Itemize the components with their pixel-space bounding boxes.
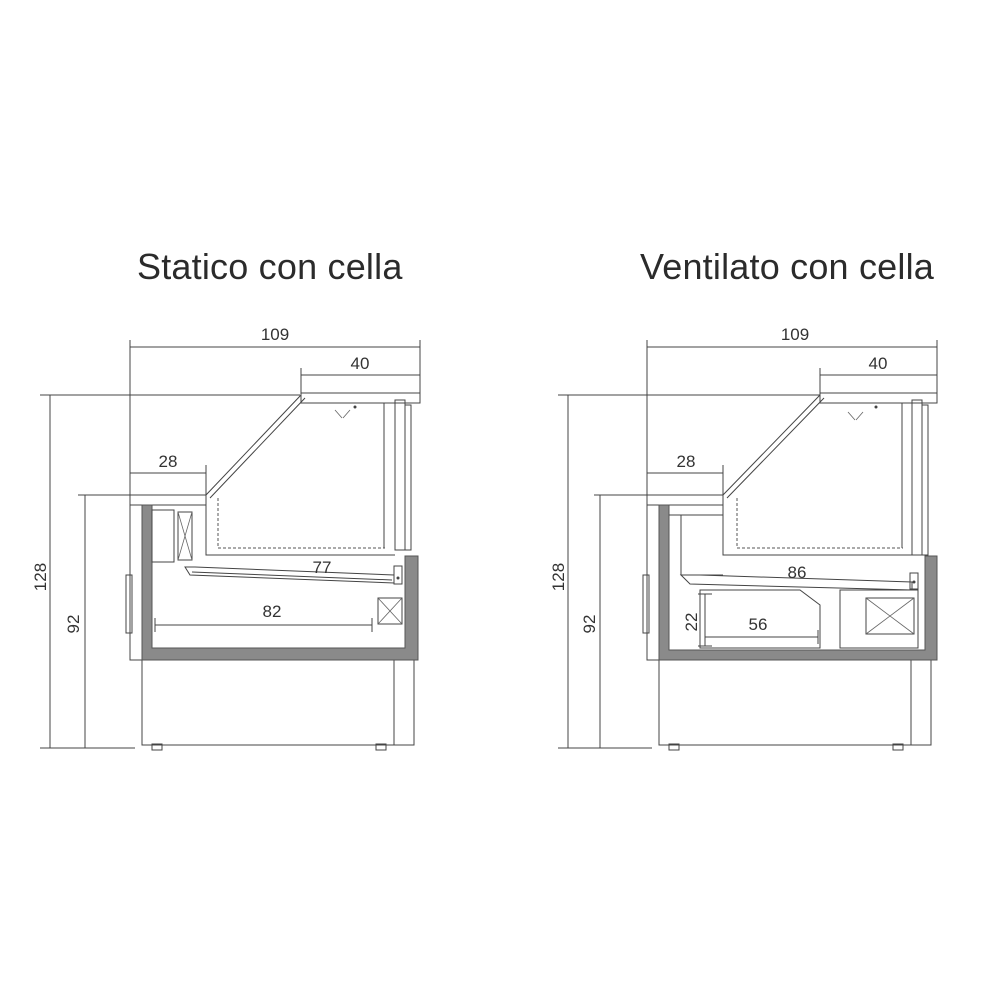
dim-shelf-depth-2: 28 [647, 452, 724, 495]
diagram-title-statico: Statico con cella [137, 246, 403, 287]
cabinet-body-2: 22 56 [642, 494, 938, 751]
label-cell-height: 22 [682, 613, 701, 632]
label-top-width: 40 [351, 354, 370, 373]
display-case-2: 86 [679, 392, 938, 591]
display-case: 77 [184, 392, 421, 585]
dim-shelf-depth: 28 [130, 452, 207, 495]
dim-total-height: 128 [31, 394, 300, 749]
label-top-width-2: 40 [869, 354, 888, 373]
dim-top-width-2: 40 [819, 354, 937, 393]
dim-total-height-2: 128 [549, 394, 820, 749]
label-total-width-2: 109 [781, 325, 809, 344]
dim-counter-height-2: 92 [580, 494, 647, 748]
cabinet-body: 82 [125, 494, 419, 751]
label-shelf-depth: 28 [159, 452, 178, 471]
label-shelf-depth-2: 28 [677, 452, 696, 471]
diagram-statico: 109 40 28 128 92 [31, 325, 421, 751]
dim-counter-height: 92 [64, 494, 130, 748]
diagram-ventilato: 109 40 28 128 92 [549, 325, 938, 751]
label-display-depth: 77 [313, 558, 332, 577]
label-counter-height-2: 92 [580, 615, 599, 634]
label-total-height: 128 [31, 563, 50, 591]
dim-total-width-2: 109 [646, 325, 938, 500]
dim-top-width: 40 [300, 354, 420, 393]
dim-total-width: 109 [129, 325, 421, 500]
label-counter-height: 92 [64, 615, 83, 634]
label-cell-depth-2: 56 [749, 615, 768, 634]
label-cell-depth: 82 [263, 602, 282, 621]
label-total-width: 109 [261, 325, 289, 344]
label-total-height-2: 128 [549, 563, 568, 591]
label-display-depth-2: 86 [788, 563, 807, 582]
diagram-title-ventilato: Ventilato con cella [640, 246, 934, 287]
